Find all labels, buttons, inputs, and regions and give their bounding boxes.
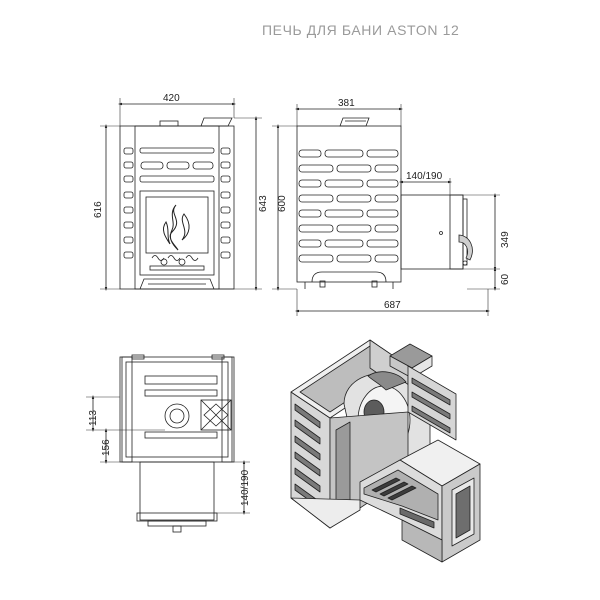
side-width-label: 381: [338, 98, 355, 109]
side-stove-body: [296, 117, 402, 289]
front-total-height-label: 643: [258, 195, 269, 212]
dim-156: 156: [100, 428, 120, 464]
top-tank-dimension-label: 140/190: [240, 469, 251, 506]
side-height-dimension: 600: [272, 124, 297, 291]
firebox-door: [139, 190, 215, 276]
front-stove-body: [119, 117, 235, 290]
front-width-label: 420: [163, 93, 180, 104]
firebox-tunnel: [400, 194, 473, 270]
page-title: ПЕЧЬ ДЛЯ БАНИ ASTON 12: [262, 22, 460, 38]
front-height-label: 616: [93, 201, 104, 218]
total-depth-dimension: 687: [295, 289, 490, 316]
front-height-dimension: 616: [93, 124, 120, 291]
dim-113-label: 113: [88, 410, 99, 426]
front-view: 420 616 643: [93, 93, 269, 291]
top-stove-body: [119, 354, 235, 533]
flame-icon: [163, 204, 190, 251]
front-total-height-dimension: 643: [214, 116, 269, 291]
top-view: 113 156 140/190: [86, 354, 251, 533]
front-width-dimension: 420: [118, 93, 236, 126]
side-width-dimension: 381: [295, 98, 403, 126]
leg-height-dimension: 60: [467, 267, 511, 291]
dim-113: 113: [86, 395, 165, 432]
leg-height-label: 60: [500, 273, 511, 285]
tank-dimension: 140/190: [399, 171, 452, 195]
tank-dimension-label: 140/190: [406, 171, 443, 182]
side-view: 381 600: [272, 98, 511, 316]
top-tank-dimension: 140/190: [214, 460, 251, 515]
firebox-height-label: 349: [500, 231, 511, 248]
total-depth-label: 687: [384, 300, 401, 311]
isometric-cutaway-view: [290, 339, 481, 563]
dim-156-label: 156: [101, 439, 112, 456]
side-height-label: 600: [277, 195, 288, 212]
